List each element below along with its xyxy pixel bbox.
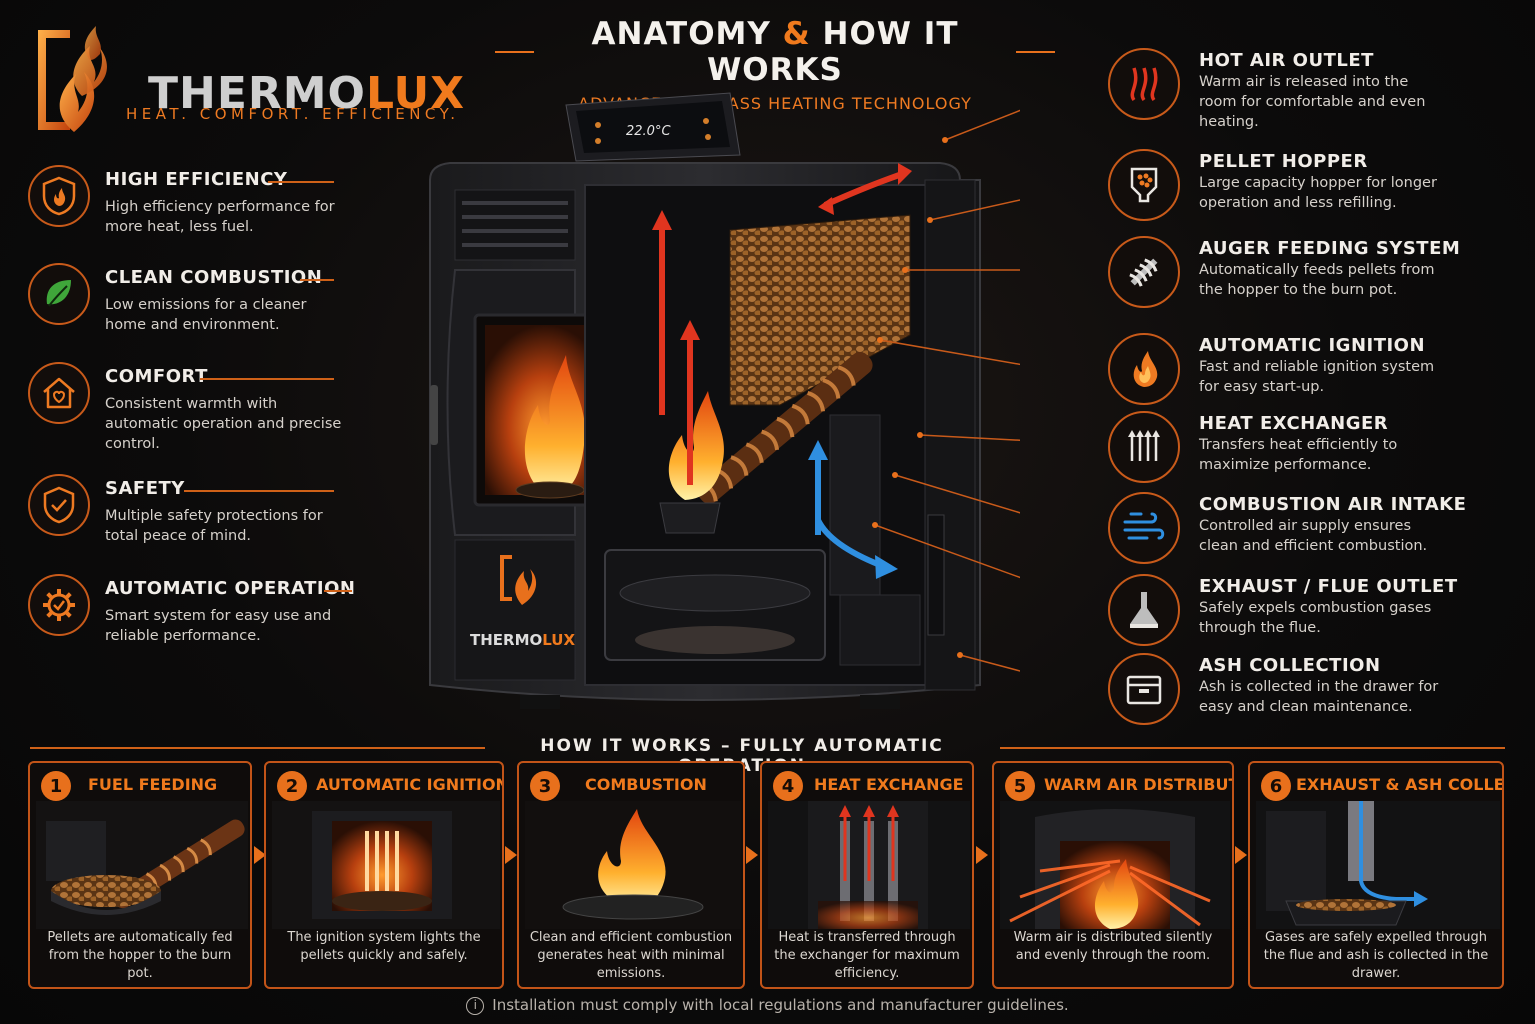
step-number: 5: [1005, 771, 1035, 801]
step-fuel-feeding: 1 FUEL FEEDING Pellets are automatically…: [28, 761, 252, 989]
fuel-feeding-illustration: [36, 801, 248, 929]
step-exhaust-ash-collection: 6 EXHAUST & ASH COLLECTION Gases are saf…: [1248, 761, 1504, 989]
flue-icon: [1108, 574, 1180, 646]
step-desc: Warm air is distributed silently and eve…: [1013, 930, 1213, 963]
flame-shield-icon: [28, 165, 90, 227]
component-desc: Automatically feeds pellets from the hop…: [1199, 262, 1435, 298]
home-heart-icon: [28, 362, 90, 424]
component-desc: Warm air is released into the room for c…: [1199, 74, 1426, 130]
step-warm-air-distribution: 5 WARM AIR DISTRIBUTION Warm air is dist…: [992, 761, 1234, 989]
feature-rule: [300, 279, 334, 281]
component-title: EXHAUST / FLUE OUTLET: [1199, 576, 1458, 597]
wind-icon: [1108, 492, 1180, 564]
control-panel: 22.0°C: [565, 92, 741, 162]
step-title: WARM AIR DISTRIBUTION: [1044, 775, 1232, 794]
step-title: EXHAUST & ASH COLLECTION: [1296, 775, 1504, 794]
component-title: AUTOMATIC IGNITION: [1199, 335, 1426, 356]
step-desc: Clean and efficient combustion generates…: [529, 930, 733, 981]
step-combustion: 3 COMBUSTION Clean and efficient combust…: [517, 761, 745, 989]
component-desc: Safely expels combustion gases through t…: [1199, 600, 1432, 636]
heat-waves-icon: [1108, 48, 1180, 120]
step-arrow-icon: [746, 846, 758, 864]
pellet-hopper-icon: [1108, 149, 1180, 221]
component-desc: Controlled air supply ensures clean and …: [1199, 518, 1428, 554]
step-number: 6: [1261, 771, 1291, 801]
ash-drawer-icon: [1108, 653, 1180, 725]
info-icon: i: [466, 997, 485, 1015]
heat-exchange-illustration: [768, 801, 970, 929]
feature-desc: Multiple safety protections for total pe…: [105, 508, 323, 544]
feature-rule: [324, 590, 352, 592]
step-desc: Heat is transferred through the exchange…: [774, 930, 960, 981]
feature-title: HIGH EFFICIENCY: [105, 169, 288, 190]
warm-air-illustration: [1000, 801, 1230, 929]
feature-title: SAFETY: [105, 478, 185, 499]
exhaust-ash-illustration: [1256, 801, 1500, 929]
feature-rule: [268, 181, 334, 183]
ignition-illustration: [272, 801, 500, 929]
step-title: FUEL FEEDING: [88, 775, 218, 794]
flame-logo-icon: [38, 26, 107, 132]
component-desc: Large capacity hopper for longer operati…: [1199, 175, 1437, 211]
feature-desc: Smart system for easy use and reliable p…: [105, 608, 332, 644]
steps-section-title: HOW IT WORKS – FULLY AUTOMATIC OPERATION: [0, 736, 1535, 776]
component-desc: Ash is collected in the drawer for easy …: [1199, 679, 1439, 715]
step-arrow-icon: [976, 846, 988, 864]
step-title: HEAT EXCHANGE: [814, 775, 964, 794]
brand-tagline: HEAT. COMFORT. EFFICIENCY.: [126, 105, 460, 123]
flame-icon: [1108, 333, 1180, 405]
title-rule-left: [495, 51, 535, 53]
step-arrow-icon: [1235, 846, 1247, 864]
brand-name: THERMOLUX: [148, 68, 466, 119]
step-desc: Pellets are automatically fed from the h…: [47, 930, 233, 981]
feature-rule: [184, 490, 334, 492]
leaf-icon: [28, 263, 90, 325]
step-number: 2: [277, 771, 307, 801]
step-automatic-ignition: 2 AUTOMATIC IGNITION The ignition system…: [264, 761, 504, 989]
step-number: 4: [773, 771, 803, 801]
step-desc: The ignition system lights the pellets q…: [287, 930, 481, 963]
component-title: PELLET HOPPER: [1199, 151, 1368, 172]
step-title: AUTOMATIC IGNITION: [316, 775, 504, 794]
temperature-readout: 22.0°C: [626, 124, 671, 139]
feature-rule: [200, 378, 334, 380]
gear-check-icon: [28, 574, 90, 636]
shield-check-icon: [28, 474, 90, 536]
steps-rule-left: [30, 747, 485, 749]
combustion-illustration: [525, 801, 741, 929]
step-number: 1: [41, 771, 71, 801]
component-title: AUGER FEEDING SYSTEM: [1199, 238, 1461, 259]
auger-icon: [1108, 236, 1180, 308]
steps-rule-right: [1000, 747, 1505, 749]
feature-title: CLEAN COMBUSTION: [105, 267, 323, 288]
stove-badge: THERMOLUX: [470, 631, 575, 649]
component-title: HEAT EXCHANGER: [1199, 413, 1389, 434]
feature-desc: Consistent warmth with automatic operati…: [105, 396, 342, 452]
feature-desc: Low emissions for a cleaner home and env…: [105, 297, 307, 333]
component-desc: Transfers heat efficiently to maximize p…: [1199, 437, 1398, 473]
component-title: COMBUSTION AIR INTAKE: [1199, 494, 1467, 515]
step-title: COMBUSTION: [585, 775, 707, 794]
step-desc: Gases are safely expelled through the fl…: [1263, 930, 1489, 981]
brand-logo: THERMOLUX HEAT. COMFORT. EFFICIENCY.: [30, 20, 470, 145]
stove-cutaway-illustration: 22.0°C THERMOLUX: [429, 92, 1020, 709]
component-title: HOT AIR OUTLET: [1199, 50, 1374, 71]
component-desc: Fast and reliable ignition system for ea…: [1199, 359, 1435, 395]
step-arrow-icon: [254, 846, 266, 864]
component-title: ASH COLLECTION: [1199, 655, 1381, 676]
page-title: ANATOMY & HOW IT WORKS: [495, 16, 1055, 88]
feature-title: COMFORT: [105, 366, 208, 387]
footer-text: Installation must comply with local regu…: [492, 996, 1069, 1014]
step-number: 3: [530, 771, 560, 801]
title-rule-right: [1015, 51, 1055, 53]
step-heat-exchange: 4 HEAT EXCHANGE Heat is transferred thro…: [760, 761, 974, 989]
heat-exchanger-icon: [1108, 411, 1180, 483]
feature-desc: High efficiency performance for more hea…: [105, 199, 335, 235]
feature-title: AUTOMATIC OPERATION: [105, 578, 356, 599]
step-arrow-icon: [505, 846, 517, 864]
footer-note: i Installation must comply with local reg…: [0, 996, 1535, 1015]
